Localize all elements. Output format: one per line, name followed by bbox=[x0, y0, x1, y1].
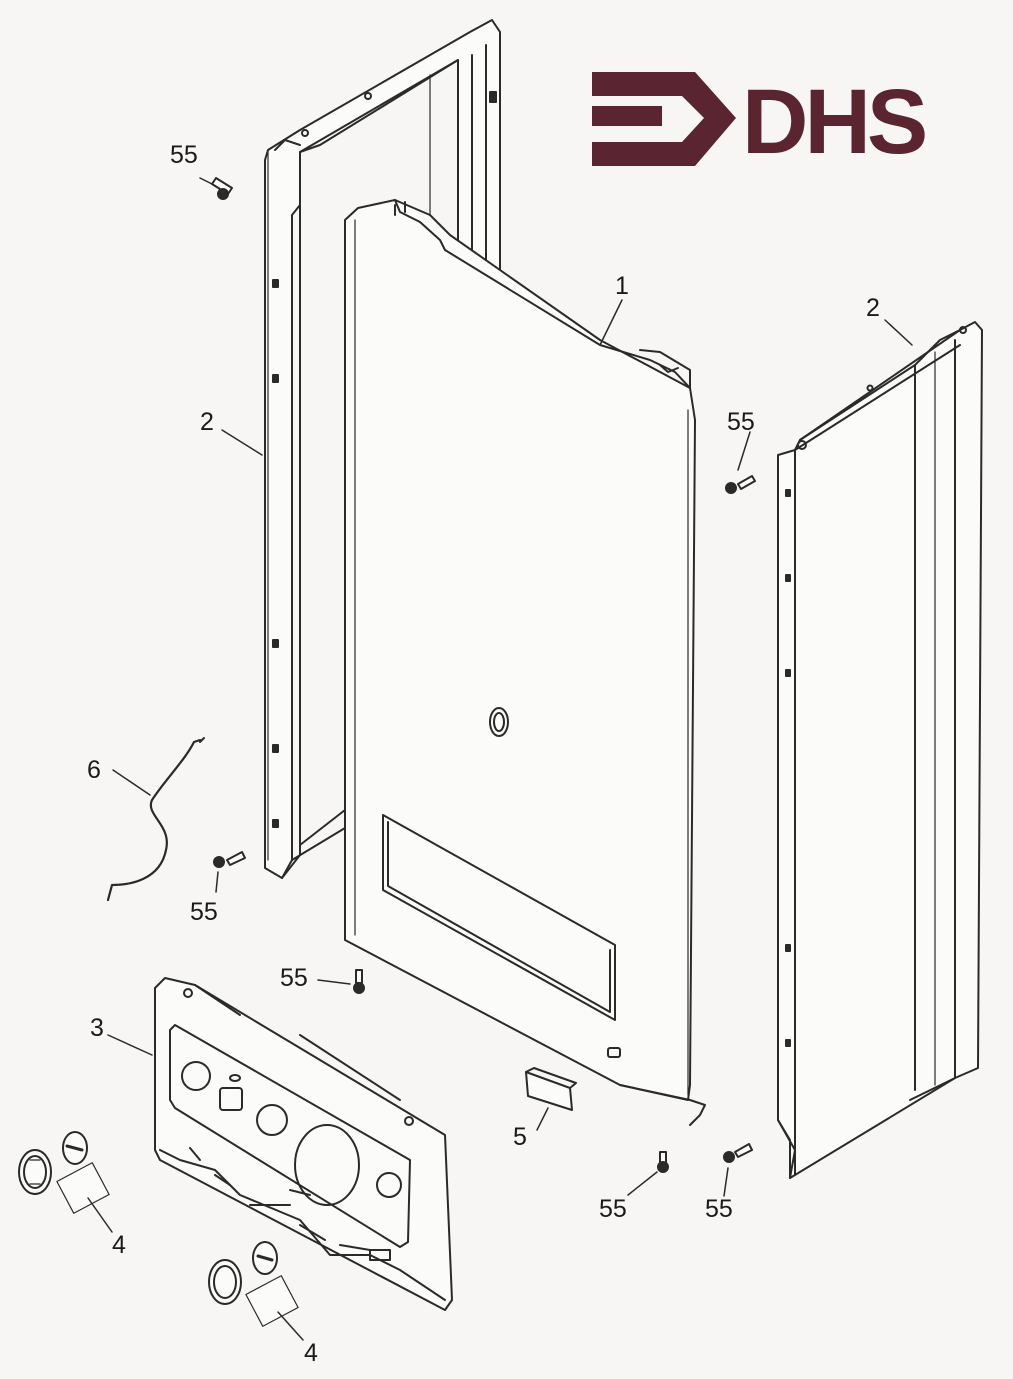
left-side-panel bbox=[264, 19, 501, 879]
callout-screw-center: 55 bbox=[280, 964, 308, 992]
callout-window: 5 bbox=[513, 1123, 527, 1151]
callout-cable: 6 bbox=[87, 756, 101, 784]
callout-control-fascia: 3 bbox=[90, 1014, 104, 1042]
callout-screw-bottom-center: 55 bbox=[599, 1195, 627, 1223]
control-fascia bbox=[154, 977, 453, 1311]
screw-mid-left bbox=[213, 851, 246, 868]
callout-screw-mid-left: 55 bbox=[190, 898, 218, 926]
callout-knob-right: 4 bbox=[304, 1339, 318, 1367]
callout-side-left: 2 bbox=[200, 408, 214, 436]
callout-side-right: 2 bbox=[866, 294, 880, 322]
right-side-panel bbox=[777, 321, 983, 1179]
callout-screw-bottom-right: 55 bbox=[705, 1195, 733, 1223]
window-lens bbox=[525, 1067, 577, 1111]
knob-left bbox=[18, 1131, 110, 1214]
screw-center bbox=[353, 969, 365, 994]
callout-screw-right: 55 bbox=[727, 408, 755, 436]
leader-lines bbox=[87, 177, 913, 1341]
callout-front-panel: 1 bbox=[615, 272, 629, 300]
screw-bottom-right bbox=[723, 1143, 753, 1163]
dhs-logo-arrow bbox=[592, 72, 736, 166]
dhs-logo: DHS bbox=[742, 71, 928, 173]
screw-right bbox=[725, 475, 756, 494]
callout-screw-top-left: 55 bbox=[170, 141, 198, 169]
screw-top-left bbox=[211, 177, 233, 200]
front-panel bbox=[344, 199, 706, 1126]
callout-knob-left: 4 bbox=[112, 1231, 126, 1259]
knob-right bbox=[208, 1241, 299, 1327]
screw-bottom-center bbox=[657, 1151, 669, 1173]
cable bbox=[106, 737, 205, 902]
